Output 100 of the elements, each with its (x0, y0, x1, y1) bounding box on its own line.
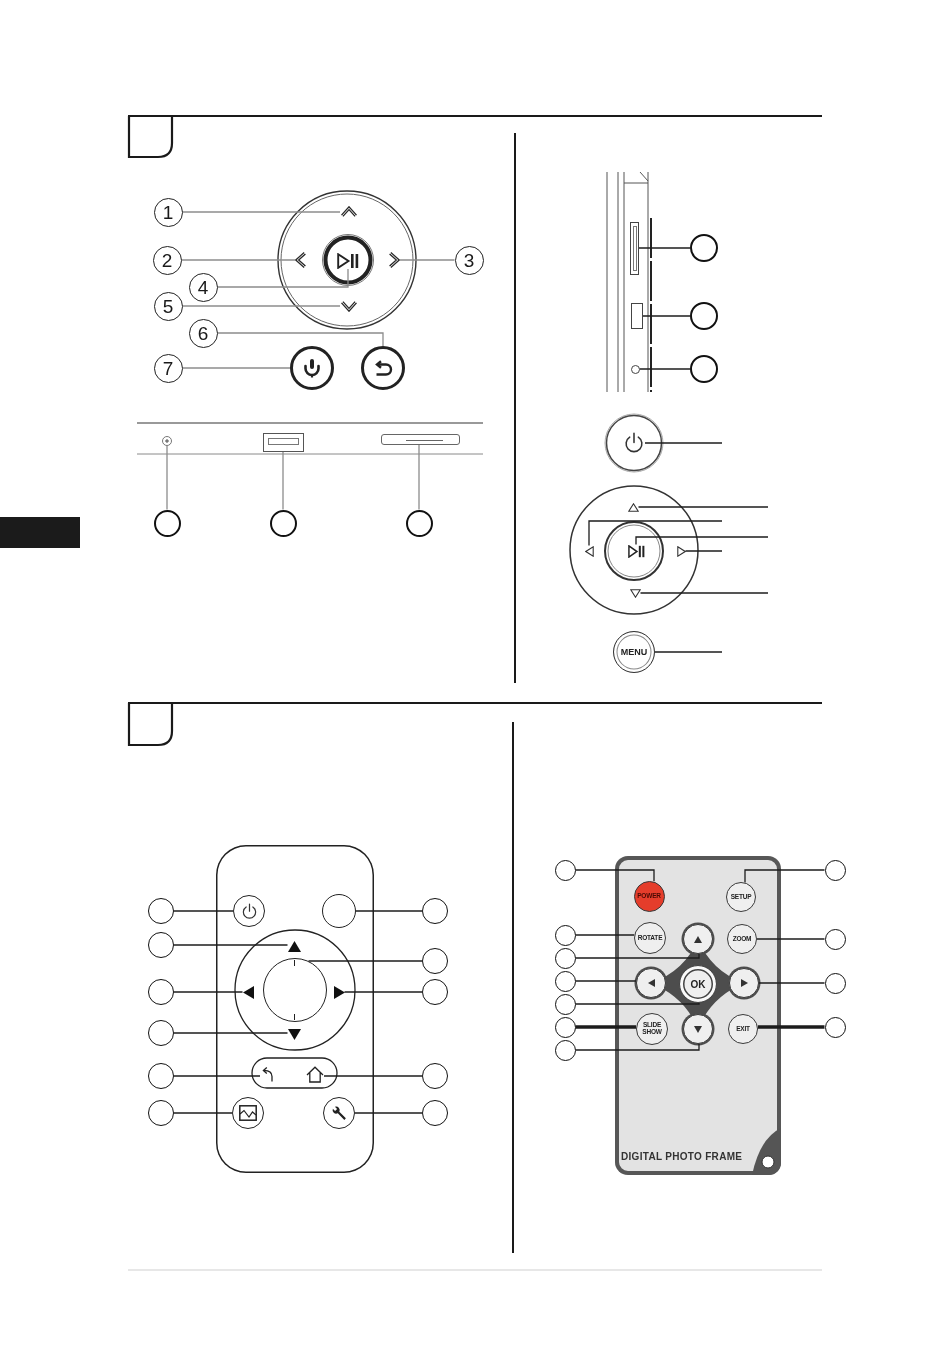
play-pause-icon (337, 253, 359, 269)
return-button (361, 346, 405, 390)
callout-number: 2 (152, 245, 182, 275)
chevron-right-icon (388, 251, 400, 269)
chevron-down-icon (340, 300, 358, 312)
arrow-button (683, 1014, 713, 1044)
triangle-left-icon (584, 545, 594, 557)
leader-line (307, 960, 423, 962)
callout-ring-icon (554, 970, 576, 992)
leader-line (418, 443, 420, 511)
callout-ring-icon (148, 1020, 174, 1046)
remote-label: DIGITAL PHOTO FRAME (621, 1151, 743, 1163)
callout-ring-icon (824, 1016, 846, 1038)
callout-ring-icon (422, 979, 448, 1005)
triangle-up-icon (287, 940, 301, 952)
callout-number: 1 (153, 197, 183, 227)
callout-ring-icon (422, 898, 448, 924)
callout-ring-icon (554, 993, 576, 1015)
power-button (233, 895, 265, 927)
leader-line (180, 259, 296, 261)
leader-line (758, 982, 826, 984)
arrow-button (729, 968, 759, 998)
leader-line (173, 991, 244, 993)
chevron-left-icon (295, 251, 307, 269)
triangle-up-icon (627, 502, 639, 512)
callout-ring-icon (690, 355, 718, 383)
callout-ring-icon (153, 509, 181, 537)
callout-ring-icon (690, 302, 718, 330)
callout-ring-icon (554, 1016, 576, 1038)
leader-line (574, 1002, 700, 1005)
callout-ring-icon (148, 1063, 174, 1089)
callout-number: 7 (153, 353, 183, 383)
leader-line (355, 910, 423, 912)
leader-line (166, 445, 168, 511)
leader-line (637, 506, 769, 508)
callout-number: 4 (188, 272, 218, 302)
leader-line (644, 442, 723, 444)
triangle-down-icon (629, 588, 641, 598)
usb-port-icon (631, 303, 643, 329)
callout-ring-icon (148, 1100, 174, 1126)
callout-ring-icon (824, 972, 846, 994)
leader-line (575, 1025, 637, 1029)
leader-line (343, 991, 423, 993)
callout-ring-icon (269, 509, 297, 537)
callout-ring-icon (554, 859, 576, 881)
callout-ring-icon (422, 948, 448, 974)
callout-ring-icon (148, 932, 174, 958)
remote-control-body (615, 856, 781, 1175)
leader-line (635, 536, 769, 546)
callout-ring-icon (824, 928, 846, 950)
callout-ring-icon (554, 947, 576, 969)
triangle-right-icon (333, 985, 345, 999)
triangle-right-icon (676, 545, 686, 557)
leader-line (574, 953, 700, 959)
callout-ring-icon (824, 859, 846, 881)
callout-ring-icon (554, 924, 576, 946)
leader-line (638, 368, 691, 370)
leader-line (574, 980, 637, 982)
arrow-button (683, 924, 713, 954)
round-port-icon (630, 364, 640, 374)
leader-line (354, 1112, 423, 1114)
callout-ring-icon (148, 898, 174, 924)
card-slot-icon (380, 433, 460, 445)
curved-arrow-icon (260, 1066, 274, 1082)
triangle-down-icon (287, 1028, 301, 1040)
callout-ring-icon (422, 1100, 448, 1126)
leader-line (654, 651, 723, 653)
round-port-icon (162, 436, 172, 446)
callout-ring-icon (690, 234, 718, 262)
callout-number: 3 (454, 245, 484, 275)
wrench-button (323, 1097, 355, 1129)
microphone-button (290, 346, 334, 390)
callout-ring-icon (405, 509, 433, 537)
leader-line (642, 315, 691, 317)
leader-line (173, 910, 234, 912)
leader-line (588, 520, 723, 547)
callout-number: 5 (153, 291, 183, 321)
leader-line (399, 259, 456, 261)
leader-line (181, 367, 291, 369)
leader-line (216, 268, 349, 288)
leader-line (757, 1025, 825, 1029)
leader-line (638, 247, 691, 249)
leader-line (639, 592, 769, 594)
chevron-up-icon (340, 206, 358, 218)
image-button (232, 1097, 264, 1129)
callout-number: 6 (188, 318, 218, 348)
callout-ring-icon (554, 1039, 576, 1061)
leader-line (574, 934, 635, 936)
play-pause-icon (627, 544, 645, 558)
leader-line (173, 1075, 261, 1077)
arrow-button (636, 968, 666, 998)
callout-ring-icon (422, 1063, 448, 1089)
leader-line (173, 944, 289, 946)
power-icon (623, 431, 645, 455)
leader-line (173, 1112, 233, 1114)
leader-line (323, 1075, 423, 1077)
home-icon (306, 1065, 324, 1083)
blank-button (322, 894, 356, 928)
leader-line (756, 938, 826, 940)
leader-line (684, 550, 723, 552)
